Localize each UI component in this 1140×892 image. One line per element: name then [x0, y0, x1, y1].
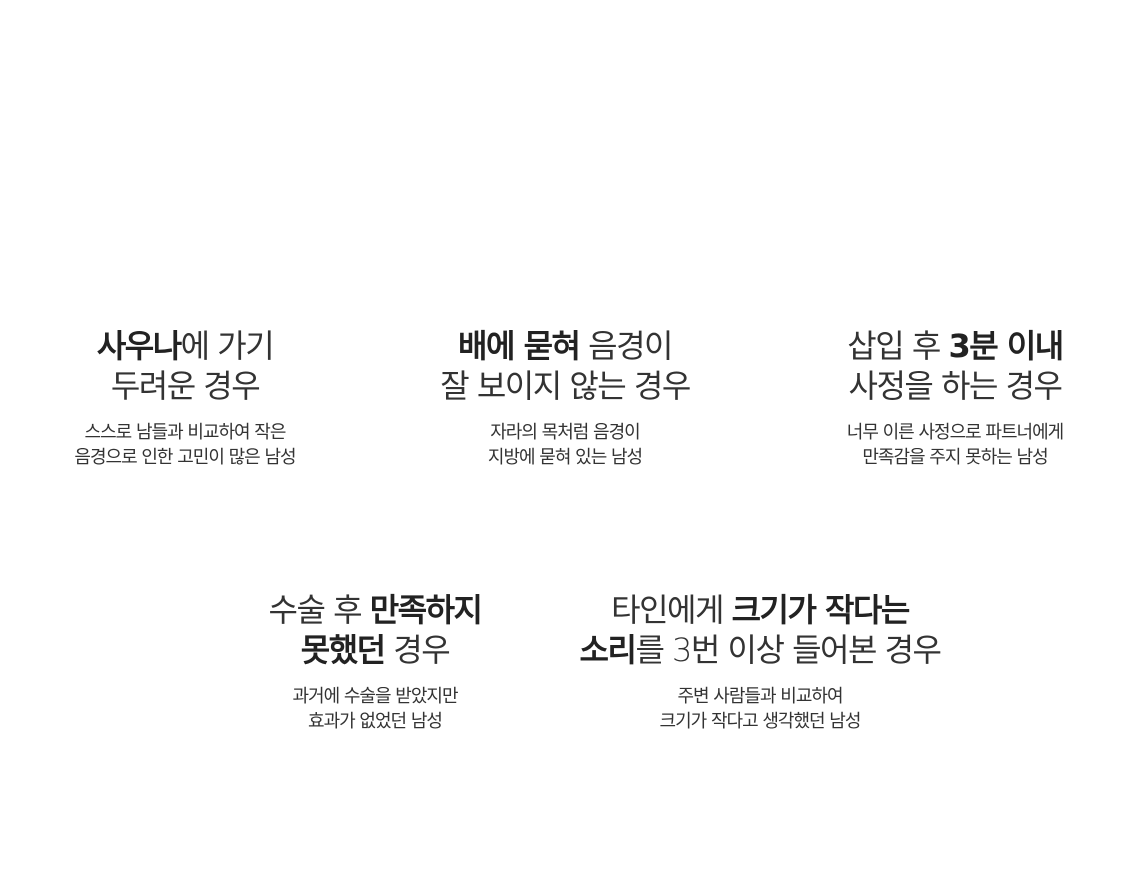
title-emphasis: 크기가 작다는 — [731, 591, 911, 629]
case-title: 배에 묻혀 음경이 잘 보이지 않는 경우 — [425, 326, 705, 406]
case-description-line1: 주변 사람들과 비교하여 — [677, 686, 843, 707]
title-emphasis: 소리 — [579, 631, 637, 669]
title-text: 삽입 후 — [847, 327, 949, 365]
title-text: 타인에게 — [611, 591, 732, 629]
case-description-line2: 음경으로 인한 고민이 많은 남성 — [74, 447, 296, 468]
case-description-line2: 만족감을 주지 못하는 남성 — [862, 447, 1048, 468]
case-description-line2: 효과가 없었던 남성 — [308, 711, 443, 732]
title-text: 에 가기 — [180, 327, 275, 365]
case-title-line1: 수술 후 만족하지 — [235, 590, 515, 630]
case-title-line1: 사우나에 가기 — [45, 326, 325, 366]
case-title-line2: 두려운 경우 — [45, 366, 325, 406]
case-description-line1: 너무 이른 사정으로 파트너에게 — [846, 422, 1064, 443]
case-title-line2: 사정을 하는 경우 — [810, 366, 1100, 406]
case-title-line1: 삽입 후 3분 이내 — [810, 326, 1100, 366]
title-text: 잘 보이지 않는 경우 — [440, 367, 691, 405]
case-card-unsatisfied: 수술 후 만족하지 못했던 경우 과거에 수술을 받았지만 효과가 없었던 남성 — [235, 590, 515, 734]
case-title-line1: 타인에게 크기가 작다는 — [570, 590, 950, 630]
case-description-line1: 스스로 남들과 비교하여 작은 — [84, 422, 287, 443]
case-card-sauna: 사우나에 가기 두려운 경우 스스로 남들과 비교하여 작은 음경으로 인한 고… — [45, 326, 325, 470]
title-emphasis: 못했던 — [300, 631, 386, 669]
case-description: 주변 사람들과 비교하여 크기가 작다고 생각했던 남성 — [570, 684, 950, 734]
case-description-line2: 크기가 작다고 생각했던 남성 — [659, 711, 862, 732]
case-card-premature: 삽입 후 3분 이내 사정을 하는 경우 너무 이른 사정으로 파트너에게 만족… — [810, 326, 1100, 470]
title-text: 수술 후 — [268, 591, 370, 629]
title-emphasis: 3분 이내 — [948, 327, 1064, 365]
case-card-buried: 배에 묻혀 음경이 잘 보이지 않는 경우 자라의 목처럼 음경이 지방에 묻혀… — [425, 326, 705, 470]
case-description: 자라의 목처럼 음경이 지방에 묻혀 있는 남성 — [425, 420, 705, 470]
title-emphasis: 배에 묻혀 — [458, 327, 581, 365]
title-emphasis: 사우나 — [96, 327, 182, 365]
title-text: 음경이 — [579, 327, 673, 365]
case-title-line2: 잘 보이지 않는 경우 — [425, 366, 705, 406]
case-title: 타인에게 크기가 작다는 소리를 3번 이상 들어본 경우 — [570, 590, 950, 670]
case-title: 수술 후 만족하지 못했던 경우 — [235, 590, 515, 670]
case-description: 과거에 수술을 받았지만 효과가 없었던 남성 — [235, 684, 515, 734]
title-text: 두려운 경우 — [110, 367, 261, 405]
title-text: 를 3번 이상 들어본 경우 — [635, 631, 942, 669]
case-title-line1: 배에 묻혀 음경이 — [425, 326, 705, 366]
case-title-line2: 못했던 경우 — [235, 630, 515, 670]
case-description: 스스로 남들과 비교하여 작은 음경으로 인한 고민이 많은 남성 — [45, 420, 325, 470]
case-title: 삽입 후 3분 이내 사정을 하는 경우 — [810, 326, 1100, 406]
case-description-line1: 과거에 수술을 받았지만 — [292, 686, 458, 707]
case-card-size-remarks: 타인에게 크기가 작다는 소리를 3번 이상 들어본 경우 주변 사람들과 비교… — [570, 590, 950, 734]
title-text: 경우 — [384, 631, 450, 669]
case-description-line1: 자라의 목처럼 음경이 — [490, 422, 640, 443]
title-emphasis: 만족하지 — [369, 591, 483, 629]
case-title-line2: 소리를 3번 이상 들어본 경우 — [570, 630, 950, 670]
case-title: 사우나에 가기 두려운 경우 — [45, 326, 325, 406]
case-description: 너무 이른 사정으로 파트너에게 만족감을 주지 못하는 남성 — [810, 420, 1100, 470]
title-text: 사정을 하는 경우 — [848, 367, 1063, 405]
case-description-line2: 지방에 묻혀 있는 남성 — [487, 447, 643, 468]
